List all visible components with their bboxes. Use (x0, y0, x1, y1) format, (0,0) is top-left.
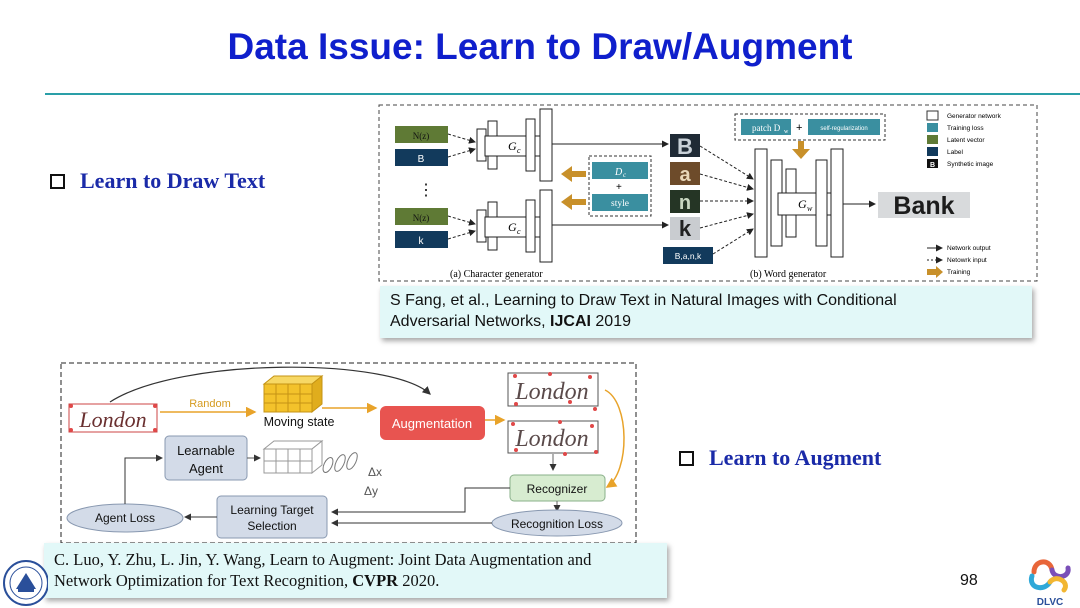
svg-text:Training loss: Training loss (947, 125, 984, 132)
svg-text:London: London (514, 379, 588, 405)
svg-text:Agent: Agent (189, 461, 223, 476)
bullet-label: Learn to Draw Text (80, 168, 265, 194)
svg-text:Generator network: Generator network (947, 113, 1002, 120)
delta-x-label: Δx (368, 465, 382, 479)
citation-venue: CVPR (352, 571, 398, 590)
svg-text:Bank: Bank (893, 192, 954, 220)
svg-text:London: London (78, 407, 146, 432)
latent-label: N(z) (413, 213, 430, 223)
university-seal-logo (0, 555, 48, 608)
moving-state-grid (264, 376, 322, 412)
svg-text:Selection: Selection (247, 519, 296, 533)
bullet-square-icon (679, 451, 694, 466)
label-text: B (418, 154, 425, 165)
svg-text:Training: Training (947, 269, 971, 276)
augmented-word-image: London (508, 372, 598, 411)
svg-text:G: G (798, 197, 807, 211)
svg-text:Learning Target: Learning Target (230, 503, 314, 517)
svg-text:Agent Loss: Agent Loss (95, 511, 155, 525)
svg-text:Synthetic image: Synthetic image (947, 161, 994, 168)
svg-text:+: + (616, 182, 622, 193)
svg-text:B: B (677, 134, 693, 159)
page-number: 98 (960, 572, 978, 590)
svg-text:style: style (611, 199, 629, 209)
latent-label: N(z) (413, 131, 430, 141)
citation-line: Network Optimization for Text Recognitio… (54, 570, 667, 591)
caption-character-generator: (a) Character generator (450, 269, 543, 280)
dlvc-logo-text: DLVC (1037, 597, 1063, 608)
citation-venue: IJCAI (550, 313, 591, 330)
state-grid (264, 441, 322, 473)
svg-text:Netowrk input: Netowrk input (947, 257, 987, 264)
citation-learning-to-draw: S Fang, et al., Learning to Draw Text in… (380, 286, 1032, 338)
citation-line: S Fang, et al., Learning to Draw Text in… (390, 290, 1032, 311)
svg-text:D: D (614, 167, 623, 178)
svg-text:a: a (679, 164, 691, 186)
svg-text:Learnable: Learnable (177, 443, 235, 458)
slide-title: Data Issue: Learn to Draw/Augment (0, 26, 1080, 68)
learn-to-draw-figure: N(z) B ⋮ N(z) k G c G c D c + style (378, 104, 1038, 282)
title-divider (45, 93, 1080, 95)
svg-text:Recognition Loss: Recognition Loss (511, 517, 603, 531)
augmented-word-image: London (508, 420, 598, 456)
svg-text:G: G (508, 139, 517, 153)
svg-text:G: G (508, 220, 517, 234)
ellipsis: ⋮ (418, 182, 434, 199)
svg-text:patch D: patch D (752, 123, 781, 133)
bullet-square-icon (50, 174, 65, 189)
svg-text:Network output: Network output (947, 245, 991, 252)
bullet-learn-to-augment: Learn to Augment (679, 445, 881, 471)
caption-word-generator: (b) Word generator (750, 269, 827, 280)
svg-text:self-regularization: self-regularization (820, 126, 867, 132)
svg-text:Recognizer: Recognizer (527, 482, 588, 496)
svg-text:Latent vector: Latent vector (947, 137, 985, 144)
random-label: Random (189, 398, 231, 410)
svg-text:B: B (930, 162, 935, 169)
citation-line: Adversarial Networks, IJCAI 2019 (390, 311, 1032, 332)
svg-text:B,a,n,k: B,a,n,k (675, 251, 702, 261)
input-word-image: London (69, 404, 157, 432)
citation-learn-to-augment: C. Luo, Y. Zhu, L. Jin, Y. Wang, Learn t… (44, 543, 667, 598)
svg-text:Label: Label (947, 149, 963, 156)
learn-to-augment-figure: London Random Moving state Δx Δy Augment… (60, 362, 637, 544)
bullet-learn-to-draw: Learn to Draw Text (50, 168, 265, 194)
svg-text:London: London (514, 426, 588, 452)
svg-text:w: w (807, 204, 813, 213)
svg-text:Augmentation: Augmentation (392, 416, 472, 431)
svg-text:+: + (796, 122, 802, 134)
svg-text:c: c (517, 146, 521, 155)
dlvc-logo: DLVC (1020, 548, 1080, 608)
svg-text:c: c (517, 227, 521, 236)
svg-text:n: n (679, 192, 691, 214)
moving-state-label: Moving state (264, 415, 335, 429)
svg-text:k: k (679, 216, 692, 241)
delta-y-label: Δy (364, 484, 378, 498)
bullet-label: Learn to Augment (709, 445, 881, 471)
citation-line: C. Luo, Y. Zhu, L. Jin, Y. Wang, Learn t… (54, 549, 667, 570)
svg-text:w: w (784, 129, 789, 135)
